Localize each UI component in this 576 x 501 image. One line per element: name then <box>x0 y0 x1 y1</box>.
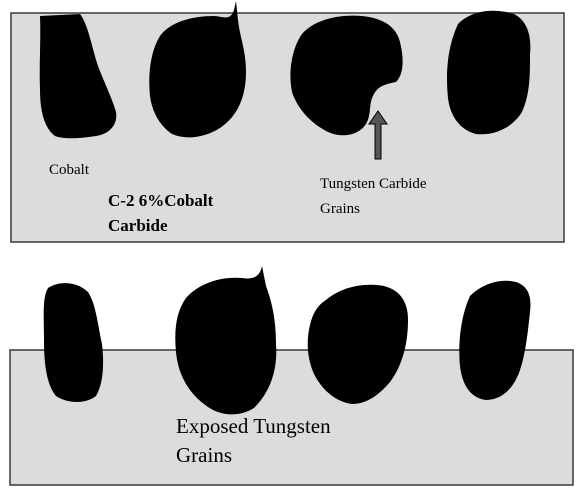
tungsten-carbide-label: Tungsten Carbide <box>320 175 427 193</box>
cobalt-label: Cobalt <box>49 161 89 179</box>
bottom-grain-1 <box>44 283 103 402</box>
top-grain-4 <box>447 11 530 134</box>
tungsten-carbide-label-line2: Grains <box>320 200 360 218</box>
grade-label: C-2 6%Cobalt <box>108 191 213 211</box>
exposed-grains-label-line2: Grains <box>176 443 232 468</box>
grade-label-line2: Carbide <box>108 216 168 236</box>
exposed-grains-label: Exposed Tungsten <box>176 414 331 439</box>
